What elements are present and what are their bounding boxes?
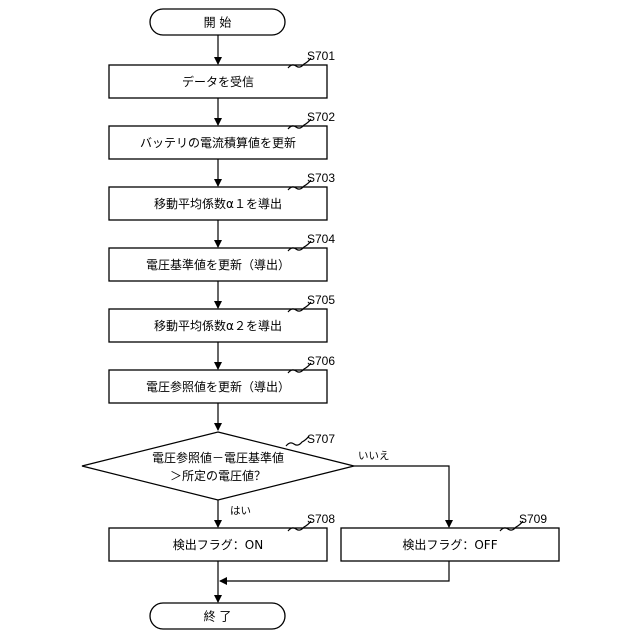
step-id-s708: S708	[307, 512, 335, 526]
process-label-s703: 移動平均係数α１を導出	[154, 196, 282, 211]
step-id-s703: S703	[307, 171, 335, 185]
step-id-s702: S702	[307, 110, 335, 124]
step-id-s704: S704	[307, 232, 335, 246]
process-label-s709: 検出フラグ：OFF	[402, 538, 497, 552]
step-id-s709: S709	[519, 512, 547, 526]
step-id-s701: S701	[307, 49, 335, 63]
step-id-s707: S707	[307, 432, 335, 446]
step-tick-s707	[286, 436, 309, 446]
process-label-s705: 移動平均係数α２を導出	[154, 318, 282, 333]
process-label-s702: バッテリの電流積算値を更新	[140, 135, 296, 150]
no-branch-label: いいえ	[358, 450, 390, 462]
connector-s707-no-s709	[354, 466, 449, 527]
process-label-s706: 電圧参照値を更新（導出）	[146, 379, 290, 394]
step-id-s705: S705	[307, 293, 335, 307]
process-label-s701: データを受信	[182, 74, 254, 89]
decision-line-2: ＞所定の電圧値？	[170, 468, 266, 483]
step-id-s706: S706	[307, 354, 335, 368]
yes-branch-label: はい	[230, 505, 251, 517]
connector-s709-merge	[220, 561, 449, 581]
start-label: 開 始	[204, 16, 232, 30]
decision-line-1: 電圧参照値－電圧基準値	[152, 450, 284, 465]
end-label: 終 了	[204, 609, 232, 624]
process-label-s708: 検出フラグ：ON	[173, 538, 263, 552]
process-label-s704: 電圧基準値を更新（導出）	[146, 257, 290, 272]
